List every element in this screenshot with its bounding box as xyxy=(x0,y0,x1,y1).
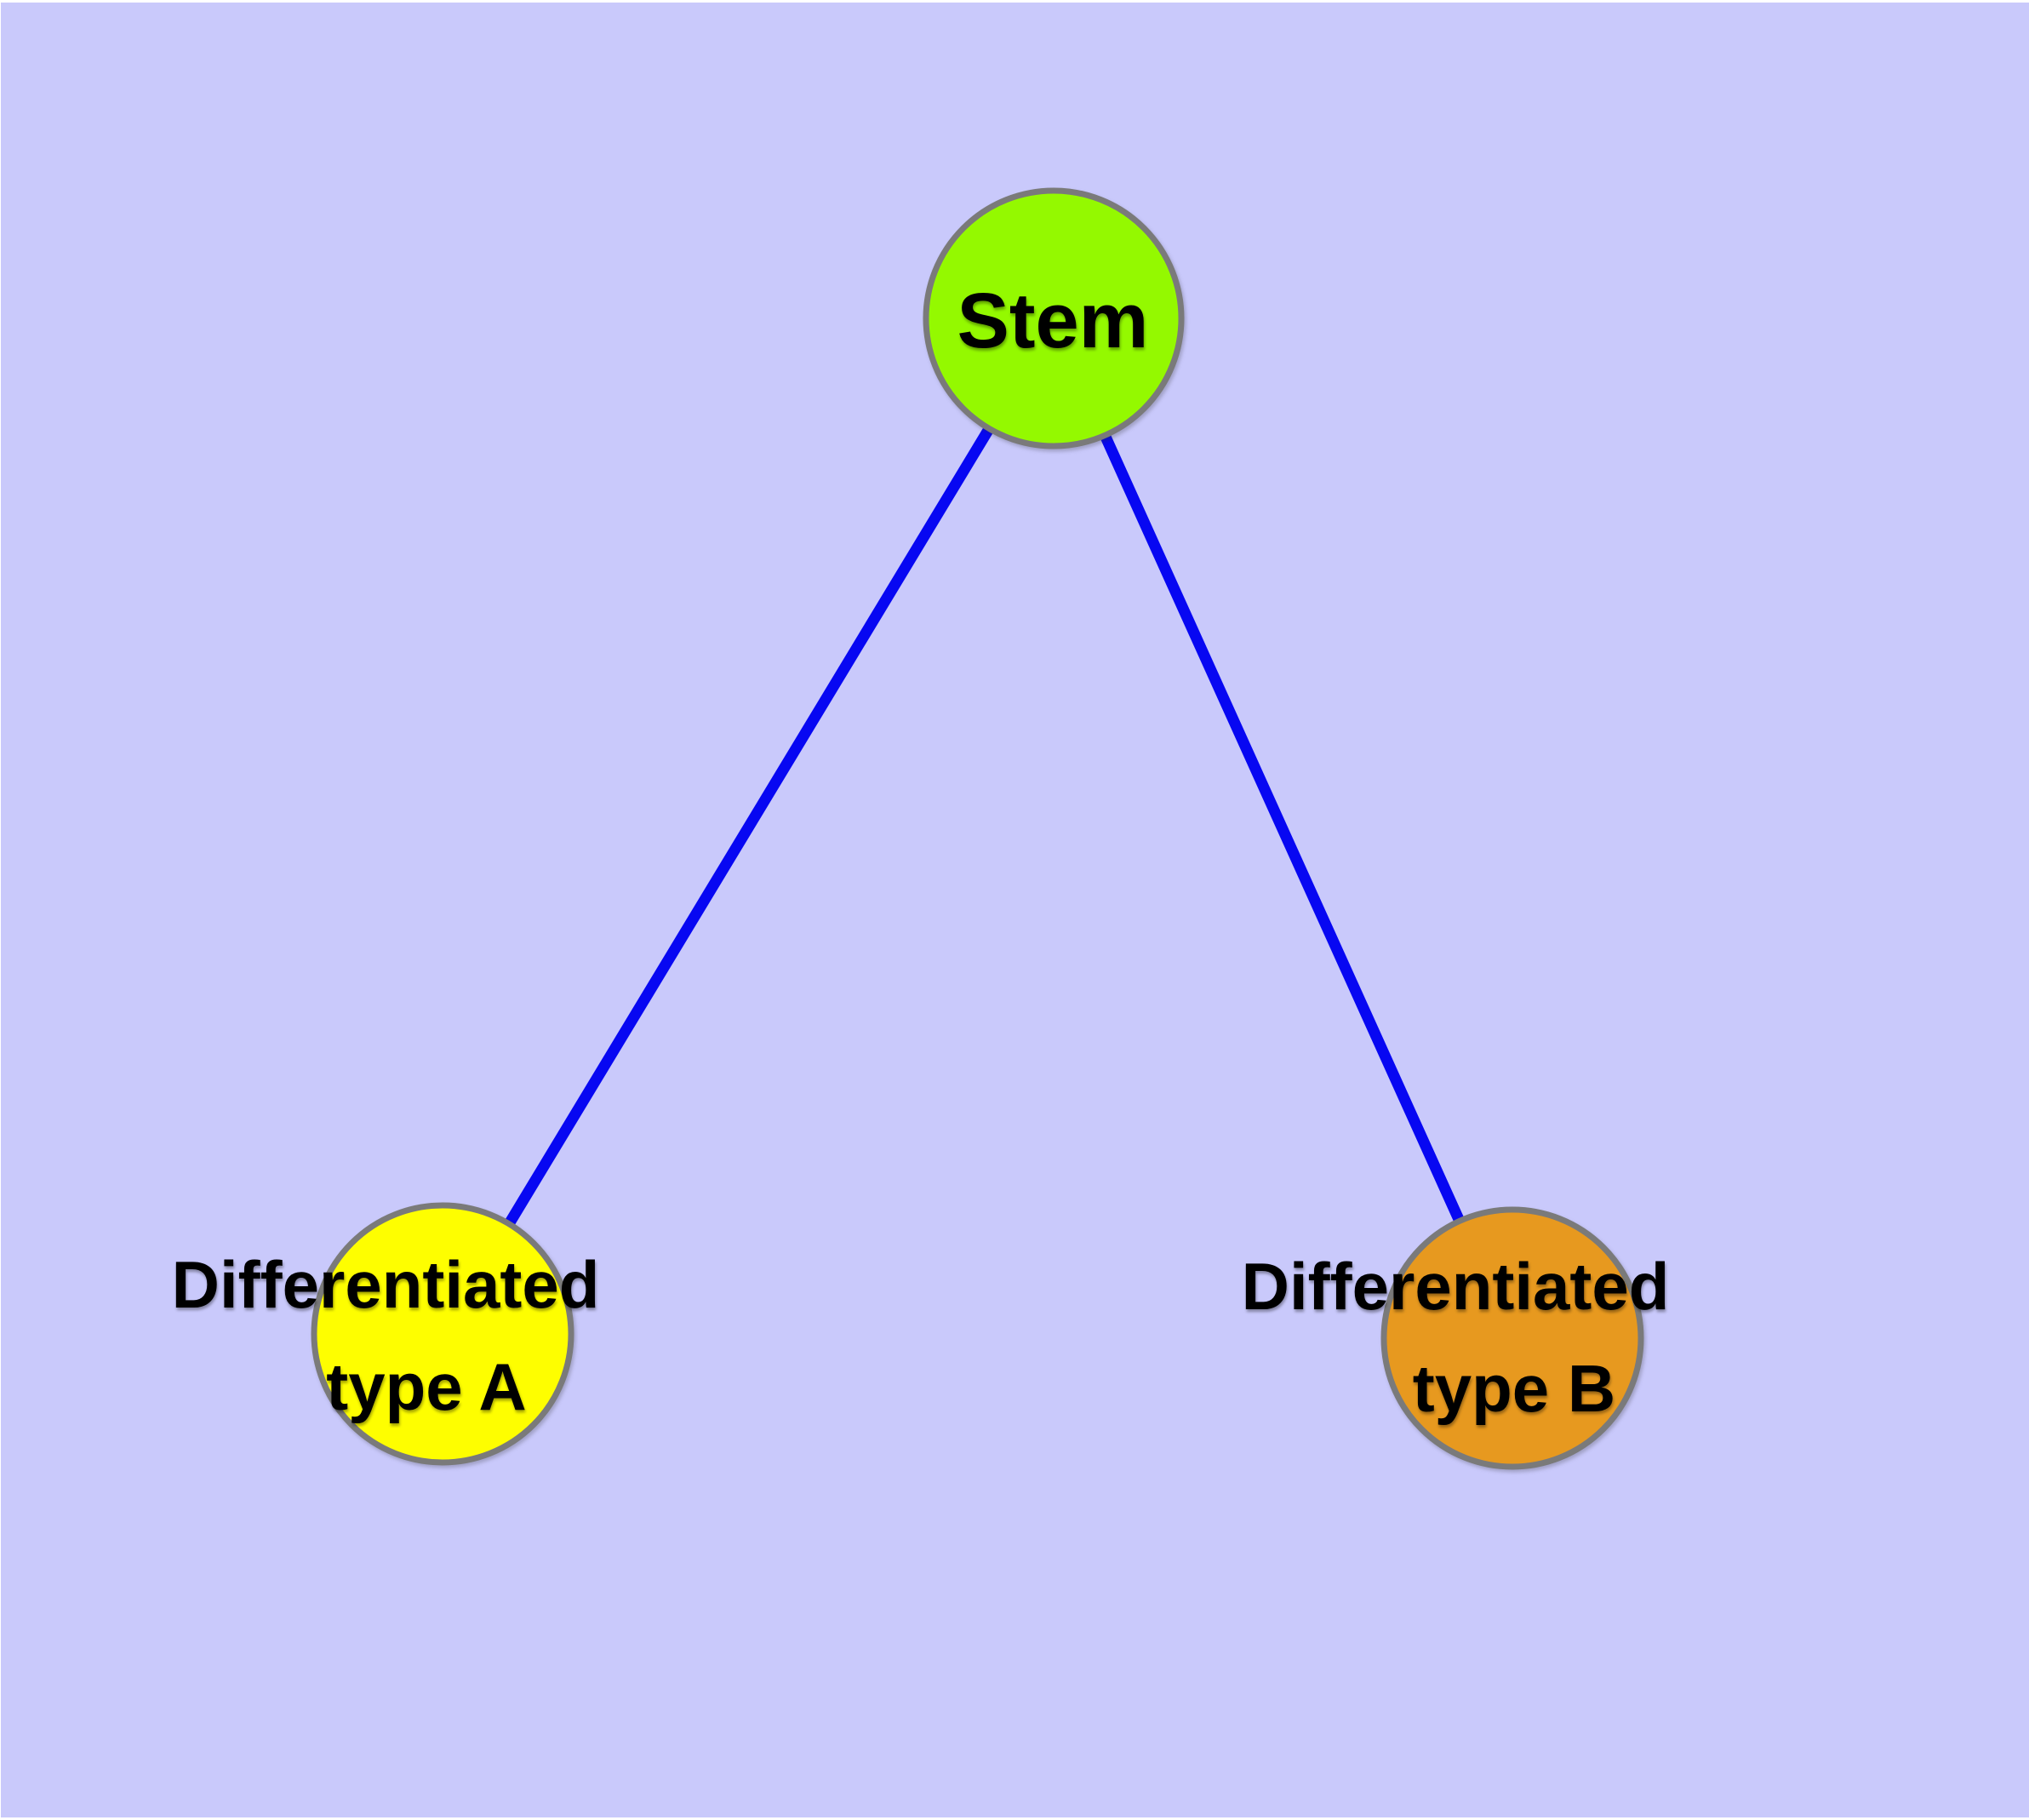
node-type-b-circle[interactable] xyxy=(1380,1206,1644,1470)
edge-stem-to-type-a[interactable] xyxy=(437,318,1059,1337)
node-stem-label: Stem xyxy=(957,278,1149,364)
node-stem-circle[interactable] xyxy=(923,187,1185,449)
node-type-a-circle[interactable] xyxy=(311,1202,574,1466)
diagram-canvas: Stem Differentiated type A Differentiate… xyxy=(1,3,2029,1817)
node-type-b-label-line1: Differentiated xyxy=(1241,1249,1670,1324)
node-type-a-label-line1: Differentiated xyxy=(171,1247,600,1322)
node-type-a-label-line2: type A xyxy=(326,1349,527,1424)
graph-svg xyxy=(311,187,1644,1470)
edge-stem-to-type-b[interactable] xyxy=(1049,319,1517,1341)
node-type-b-label-line2: type B xyxy=(1412,1351,1616,1426)
